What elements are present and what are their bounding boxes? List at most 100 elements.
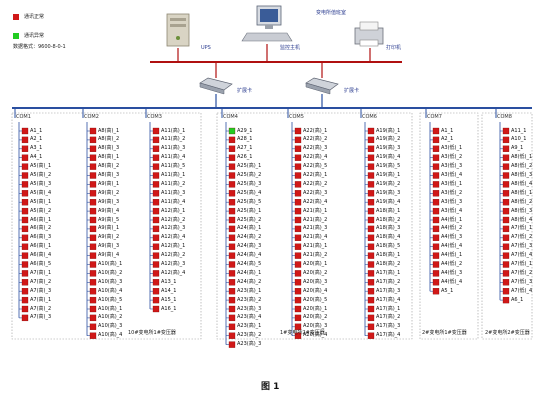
device-label: A4(低)_1 xyxy=(441,252,463,259)
status-square xyxy=(152,234,160,241)
device-label: A3(低)_1 xyxy=(441,145,463,152)
device-label: A20(高)_4 xyxy=(303,332,328,339)
device-label: A19(高)_4 xyxy=(376,154,401,161)
status-square xyxy=(89,181,97,188)
status-square xyxy=(21,136,29,144)
device-label: A10(高)_4 xyxy=(98,332,123,339)
device-label: A12(高)_2 xyxy=(161,252,186,259)
status-square xyxy=(152,305,160,313)
device-label: A18(高)_2 xyxy=(376,216,401,223)
status-square xyxy=(432,234,440,241)
status-square xyxy=(502,207,510,215)
device-label: A12(高)_4 xyxy=(161,234,186,241)
device-label: A19(高)_3 xyxy=(376,189,401,196)
status-square xyxy=(367,172,375,179)
device-label: A17(高)_4 xyxy=(376,332,401,339)
device-label: A21(高)_2 xyxy=(303,252,328,259)
device-label: A22(高)_3 xyxy=(303,145,328,152)
device-label: A21(高)_1 xyxy=(303,243,328,250)
status-square xyxy=(502,127,510,135)
device-label: A24(高)_2 xyxy=(237,234,262,241)
device-label: A24(高)_1 xyxy=(237,225,262,232)
status-square xyxy=(228,305,236,313)
status-square xyxy=(502,288,510,295)
status-square xyxy=(228,154,236,161)
device-label: A19(高)_5 xyxy=(376,163,401,170)
device-label: A11(高)_4 xyxy=(161,198,186,205)
status-square xyxy=(228,243,236,250)
com-header-6: COM6 xyxy=(362,114,377,120)
status-square xyxy=(502,216,510,224)
status-square xyxy=(367,190,375,197)
status-square xyxy=(367,305,375,313)
device-label: A22(高)_5 xyxy=(303,163,328,170)
status-square xyxy=(228,270,236,277)
status-square xyxy=(367,261,375,268)
device-label: A8(高)_1 xyxy=(98,154,120,161)
status-square xyxy=(89,243,97,250)
group-label-3: 2#变电所1#变压器 xyxy=(422,330,467,336)
device-label: A11(高)_3 xyxy=(161,189,186,196)
device-label: A4(低)_1 xyxy=(441,216,463,223)
status-square xyxy=(367,216,375,224)
device-label: A7(高)_3 xyxy=(30,287,52,294)
status-square xyxy=(367,163,375,170)
device-label: A8(高)_1 xyxy=(98,127,120,134)
status-square xyxy=(367,234,375,241)
device-label: A17(高)_2 xyxy=(376,314,401,321)
status-square xyxy=(89,127,97,135)
device-label: A4_1 xyxy=(30,154,43,161)
ups-label: UPS xyxy=(201,45,211,51)
status-square xyxy=(152,296,160,304)
status-square xyxy=(152,172,160,179)
status-square xyxy=(294,314,302,322)
device-label: A3(低)_3 xyxy=(441,163,463,170)
device-label: A23(高)_3 xyxy=(237,305,262,312)
status-square xyxy=(152,136,160,144)
device-label: A11(高)_2 xyxy=(161,180,186,187)
status-square xyxy=(228,172,236,179)
status-square xyxy=(21,314,29,322)
device-label: A20(高)_3 xyxy=(303,278,328,285)
device-label: A23(高)_3 xyxy=(237,341,262,348)
status-square xyxy=(21,225,29,233)
switch2-label: 扩展卡 xyxy=(344,88,360,94)
status-square xyxy=(89,145,97,152)
status-square xyxy=(367,136,375,144)
device-label: A19(高)_1 xyxy=(376,127,401,134)
status-square xyxy=(502,252,510,259)
device-label: A10(高)_2 xyxy=(98,269,123,276)
device-label: A6_1 xyxy=(511,296,524,303)
group-label-1: 10#变电所1#变压器 xyxy=(128,330,176,336)
host-label: 监控主机 xyxy=(280,45,301,51)
status-square xyxy=(228,163,236,170)
switch1-label: 扩展卡 xyxy=(237,88,253,94)
status-square xyxy=(21,243,29,250)
device-label: A25(高)_2 xyxy=(237,216,262,223)
status-square xyxy=(432,279,440,286)
status-square xyxy=(21,261,29,268)
device-label: A7(低)_4 xyxy=(511,252,533,259)
device-label: A26_1 xyxy=(237,154,253,161)
status-square xyxy=(21,305,29,313)
status-square xyxy=(367,225,375,233)
device-label: A3(低)_2 xyxy=(441,154,463,161)
status-square xyxy=(294,296,302,304)
status-square xyxy=(294,207,302,215)
device-label: A20(高)_1 xyxy=(303,261,328,267)
status-square xyxy=(89,305,97,313)
figure-caption: 图 1 xyxy=(261,382,280,392)
status-square xyxy=(502,163,510,170)
status-square xyxy=(89,279,97,286)
status-square xyxy=(367,199,375,206)
ups-icon xyxy=(166,13,190,47)
device-label: A7(低)_1 xyxy=(511,261,533,267)
device-label: A22(高)_4 xyxy=(303,154,328,161)
status-square xyxy=(294,216,302,224)
device-label: A10(高)_1 xyxy=(98,305,123,312)
status-square xyxy=(367,127,375,135)
device-label: A24(高)_1 xyxy=(237,269,262,276)
status-square xyxy=(432,145,440,152)
status-square xyxy=(89,288,97,295)
